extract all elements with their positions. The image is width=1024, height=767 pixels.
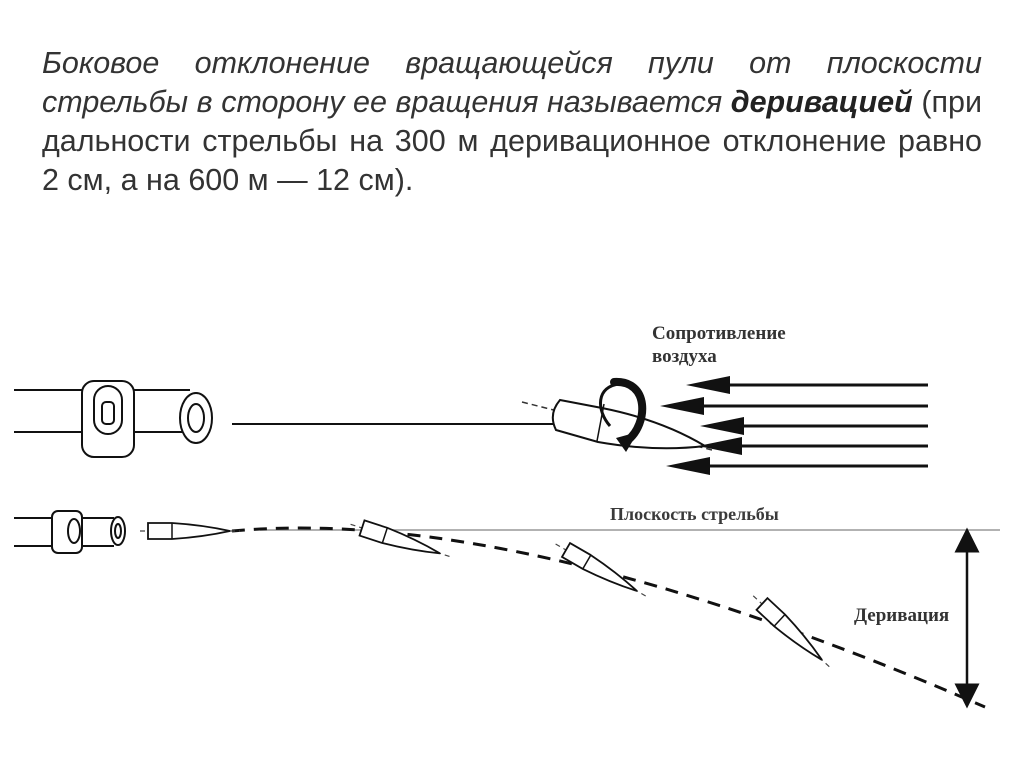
intro-term: деривацией: [730, 85, 913, 119]
label-air-resistance: Сопротивление воздуха: [652, 323, 786, 367]
derivation-trajectory: [231, 526, 986, 709]
intro-part-2: (при дальности стрельбы на 300 м деривац…: [42, 85, 982, 197]
bullet-3: [555, 541, 646, 597]
rotating-bullet: [521, 378, 713, 452]
bullet-2: [350, 519, 450, 558]
air-resistance-arrows: [660, 376, 928, 475]
bullet-1: [140, 522, 240, 540]
bullet-4: [752, 595, 830, 668]
barrel-top: [14, 380, 213, 458]
label-derivation: Деривация: [854, 605, 950, 626]
barrel-bottom: [14, 510, 126, 554]
intro-text: Боковое отклонение вращающейся пули от п…: [42, 44, 982, 200]
intro-part-1: Боковое отклонение вращающейся пули от п…: [42, 46, 982, 119]
label-firing-plane: Плоскость стрельбы: [610, 504, 779, 524]
